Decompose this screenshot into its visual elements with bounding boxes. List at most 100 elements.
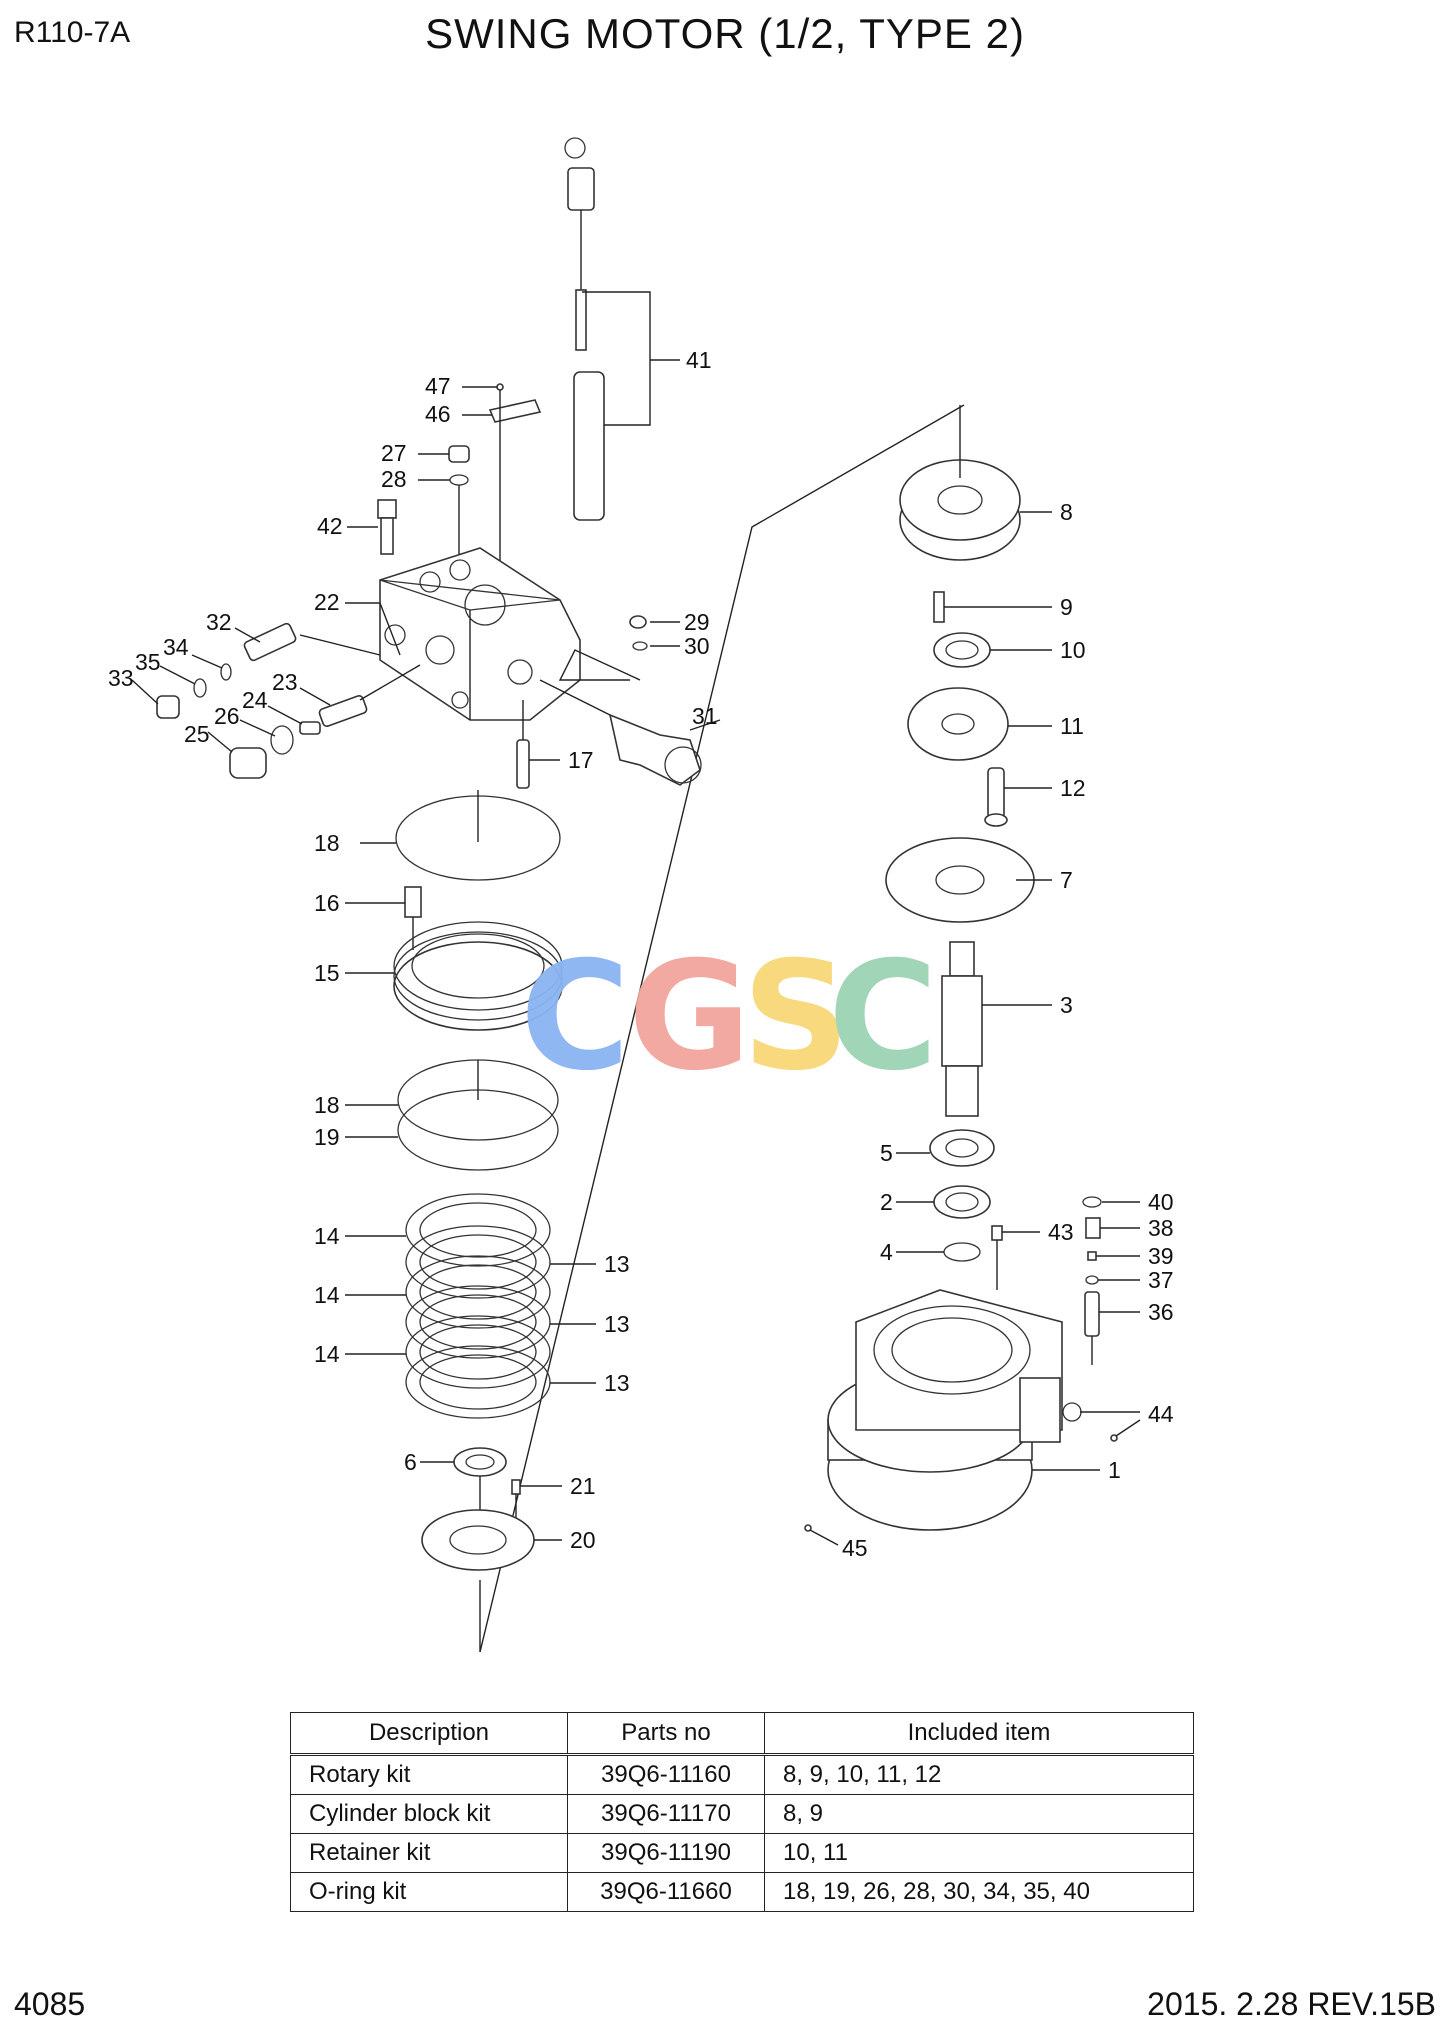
callout-14c: 14: [314, 1341, 340, 1367]
part-10-spherical-bushing: [933, 632, 1052, 668]
cell-description: O-ring kit: [290, 1872, 568, 1912]
callout-labels: 41 47 46 27 28 42 22 32 34 35 33 23 24 2…: [108, 347, 1174, 1561]
part-32-plug: [234, 622, 381, 662]
kit-table-header: Description Parts no Included item: [290, 1712, 1194, 1755]
callout-12: 12: [1060, 775, 1086, 801]
header-parts-no: Parts no: [567, 1712, 765, 1755]
callout-37: 37: [1148, 1267, 1174, 1293]
part-11-retainer-plate: [907, 687, 1052, 761]
callout-33: 33: [108, 665, 134, 691]
callout-17: 17: [568, 747, 594, 773]
part-22-valve-casing: [345, 547, 581, 721]
kit-table: Description Parts no Included item Rotar…: [290, 1712, 1194, 1912]
callout-14b: 14: [314, 1282, 340, 1308]
callout-18b: 18: [314, 1092, 340, 1118]
callout-40: 40: [1148, 1189, 1174, 1215]
part-41-oil-level-gauge: [564, 137, 680, 521]
callout-32: 32: [206, 609, 232, 635]
callout-6: 6: [404, 1449, 417, 1475]
callout-46: 46: [425, 401, 451, 427]
callout-4: 4: [880, 1239, 893, 1265]
callout-13b: 13: [604, 1311, 630, 1337]
cell-description: Retainer kit: [290, 1833, 568, 1873]
callout-25: 25: [184, 721, 210, 747]
callout-19: 19: [314, 1124, 340, 1150]
callout-26: 26: [214, 703, 240, 729]
callout-44: 44: [1148, 1401, 1174, 1427]
page-number: 4085: [14, 1986, 86, 2022]
callout-45: 45: [842, 1535, 868, 1561]
callout-42: 42: [317, 513, 343, 539]
callout-20: 20: [570, 1527, 596, 1553]
watermark-letter: S: [742, 930, 850, 1104]
part-42-bolt: [347, 499, 397, 555]
part-29-30-plug: [558, 615, 680, 681]
callout-38: 38: [1148, 1215, 1174, 1241]
page-title: SWING MOTOR (1/2, TYPE 2): [425, 10, 1025, 57]
callout-36: 36: [1148, 1299, 1174, 1325]
watermark-letter: G: [628, 930, 751, 1104]
callout-28: 28: [381, 466, 407, 492]
part-20-timing-plate: [421, 1509, 562, 1571]
callout-16: 16: [314, 890, 340, 916]
watermark-letter: C: [520, 930, 630, 1104]
callout-24: 24: [242, 687, 268, 713]
cell-parts-no: 39Q6-11170: [567, 1794, 765, 1834]
table-row: Cylinder block kit 39Q6-11170 8, 9: [290, 1794, 1194, 1834]
callout-13c: 13: [604, 1370, 630, 1396]
callout-15: 15: [314, 960, 340, 986]
part-34-35-33-plug-set: [131, 654, 232, 719]
callout-13a: 13: [604, 1251, 630, 1277]
part-13-14-friction-plates: [345, 1193, 596, 1419]
part-1-casing: [827, 1289, 1140, 1531]
part-2-oil-seal: [896, 1185, 991, 1219]
watermark-letter: C: [828, 930, 938, 1104]
cell-parts-no: 39Q6-11160: [567, 1754, 765, 1795]
header-included-item: Included item: [764, 1712, 1194, 1755]
callout-30: 30: [684, 633, 710, 659]
part-7-swash-plate: [885, 837, 1052, 923]
assembly-connector-line: [479, 404, 965, 1653]
part-16-spring: [345, 886, 422, 950]
cell-description: Rotary kit: [290, 1754, 568, 1795]
revision-date: 2015. 2.28 REV.15B: [1147, 1986, 1436, 2022]
callout-47: 47: [425, 373, 451, 399]
part-9-spring: [933, 591, 1052, 623]
table-row: Retainer kit 39Q6-11190 10, 11: [290, 1833, 1194, 1873]
cell-description: Cylinder block kit: [290, 1794, 568, 1834]
header-description: Description: [290, 1712, 568, 1755]
callout-5: 5: [880, 1140, 893, 1166]
callout-43: 43: [1048, 1219, 1074, 1245]
part-12-piston-shoe: [984, 767, 1052, 827]
part-46-47-nameplate: [462, 383, 542, 640]
callout-8: 8: [1060, 499, 1073, 525]
part-43-plug: [991, 1225, 1040, 1290]
part-4-snap-ring: [896, 1242, 981, 1262]
cell-included: 18, 19, 26, 28, 30, 34, 35, 40: [764, 1872, 1194, 1912]
watermark-cgsc: C G S C: [520, 930, 938, 1104]
cell-included: 10, 11: [764, 1833, 1194, 1873]
part-37-40-relief-set: [1082, 1196, 1140, 1365]
part-31-spool: [539, 679, 721, 786]
callout-41: 41: [686, 347, 712, 373]
part-23-24-spring-plug: [267, 664, 421, 735]
table-row: O-ring kit 39Q6-11660 18, 19, 26, 28, 30…: [290, 1872, 1194, 1912]
callout-35: 35: [135, 649, 161, 675]
callout-31: 31: [692, 703, 718, 729]
callout-23: 23: [272, 669, 298, 695]
callout-34: 34: [163, 634, 189, 660]
part-8-cylinder-block: [899, 405, 1052, 561]
callout-7: 7: [1060, 867, 1073, 893]
table-row: Rotary kit 39Q6-11160 8, 9, 10, 11, 12: [290, 1754, 1194, 1795]
part-18-o-ring: [360, 790, 561, 881]
part-17-pin: [516, 700, 560, 789]
callout-29: 29: [684, 609, 710, 635]
callout-22: 22: [314, 589, 340, 615]
model-code: R110-7A: [14, 16, 131, 49]
callout-11: 11: [1060, 713, 1084, 739]
part-5-bearing: [896, 1129, 995, 1167]
cell-parts-no: 39Q6-11190: [567, 1833, 765, 1873]
part-3-drive-shaft: [941, 941, 1052, 1117]
callout-2: 2: [880, 1189, 893, 1215]
